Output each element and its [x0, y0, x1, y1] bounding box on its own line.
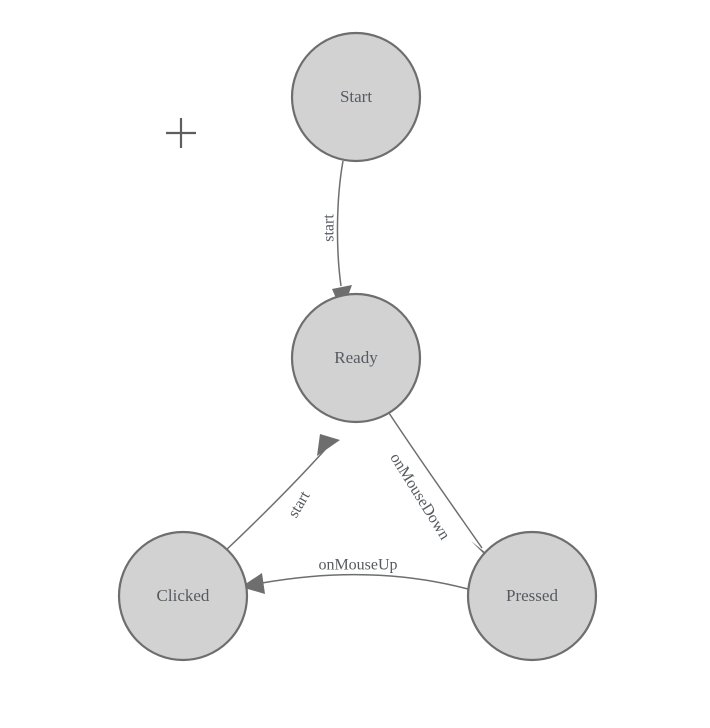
- edge-label-start-to-ready: start: [321, 214, 338, 242]
- node-circle-ready[interactable]: [290, 292, 422, 424]
- node-pressed[interactable]: Pressed: [466, 530, 598, 662]
- arrowhead-icon: [317, 434, 340, 456]
- edge-start-to-ready[interactable]: start: [321, 160, 352, 312]
- edge-label-ready-to-pressed: onMouseDown: [386, 450, 453, 543]
- markers-layer: [166, 118, 196, 148]
- edge-line-ready-to-pressed: [388, 412, 483, 549]
- node-clicked[interactable]: Clicked: [117, 530, 249, 662]
- edge-label-pressed-to-clicked: onMouseUp: [318, 557, 397, 574]
- node-label-pressed: Pressed: [506, 586, 558, 605]
- node-ready[interactable]: Ready: [290, 292, 422, 424]
- node-start[interactable]: Start: [290, 31, 422, 163]
- node-circle-pressed[interactable]: [466, 530, 598, 662]
- edge-pressed-to-clicked[interactable]: onMouseUp: [241, 557, 469, 594]
- edge-line-start-to-ready: [336, 160, 344, 287]
- node-circle-start[interactable]: [290, 31, 422, 163]
- node-label-start: Start: [340, 87, 372, 106]
- plus-icon: [166, 118, 196, 148]
- node-circle-clicked[interactable]: [117, 530, 249, 662]
- edge-clicked-to-ready[interactable]: start: [223, 434, 340, 553]
- edge-line-clicked-to-ready: [223, 442, 332, 553]
- node-label-ready: Ready: [334, 348, 378, 367]
- edge-ready-to-pressed[interactable]: onMouseDown: [386, 412, 498, 568]
- edge-line-pressed-to-clicked: [261, 573, 469, 590]
- edge-label-clicked-to-ready: start: [285, 488, 314, 521]
- node-label-clicked: Clicked: [157, 586, 210, 605]
